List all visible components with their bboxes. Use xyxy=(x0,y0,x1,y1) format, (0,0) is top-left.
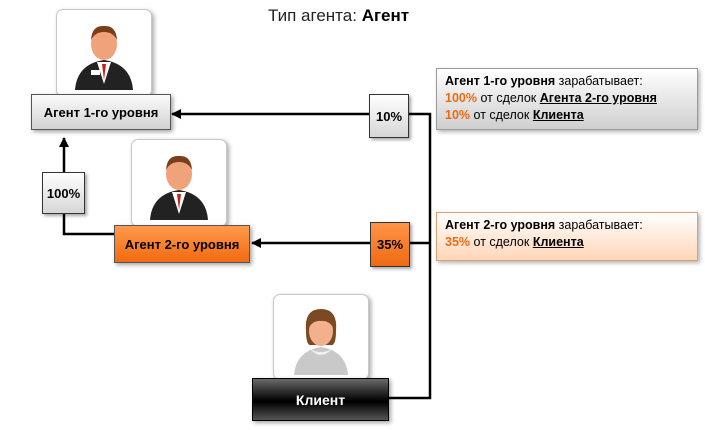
businessman-icon xyxy=(150,155,208,220)
info-text: от сделок xyxy=(473,235,530,249)
businessman-icon xyxy=(75,25,133,90)
percent-box-client-agent2: 35% xyxy=(370,222,410,267)
agent2-avatar-card xyxy=(131,139,227,227)
title-value: Агент xyxy=(361,6,410,25)
info-subject: Агент 2-го уровня xyxy=(445,218,556,232)
agent1-node[interactable]: Агент 1-го уровня xyxy=(31,94,171,130)
info-box-agent1: Агент 1-го уровня зарабатывает: 100% от … xyxy=(436,68,698,130)
client-label: Клиент xyxy=(295,391,346,408)
agent2-node[interactable]: Агент 2-го уровня xyxy=(114,225,250,263)
percent-label: 100% xyxy=(46,185,81,201)
info-source: Клиента xyxy=(532,235,584,249)
info-text: от сделок xyxy=(473,108,530,122)
percent-box-client-agent1: 10% xyxy=(369,94,409,138)
info-percent: 10% xyxy=(445,108,471,122)
info-box-agent2: Агент 2-го уровня зарабатывает: 35% от с… xyxy=(436,212,698,261)
info-line: Агент 1-го уровня зарабатывает: xyxy=(445,73,689,90)
title-label: Тип агента: xyxy=(268,6,357,25)
page-title: Тип агента: Агент xyxy=(268,6,409,26)
info-percent: 35% xyxy=(445,235,471,249)
info-percent: 100% xyxy=(445,91,477,105)
info-line: Агент 2-го уровня зарабатывает: xyxy=(445,217,689,234)
info-verb: зарабатывает: xyxy=(558,218,643,232)
info-source: Агента 2-го уровня xyxy=(539,91,657,105)
client-avatar-card xyxy=(273,294,369,380)
percent-label: 10% xyxy=(375,108,403,124)
agent2-label: Агент 2-го уровня xyxy=(124,236,240,252)
agent1-label: Агент 1-го уровня xyxy=(43,104,159,120)
percent-box-agent2-agent1: 100% xyxy=(42,172,85,214)
info-subject: Агент 1-го уровня xyxy=(445,74,556,88)
client-node[interactable]: Клиент xyxy=(252,378,389,421)
info-source: Клиента xyxy=(532,108,584,122)
percent-label: 35% xyxy=(376,237,404,252)
woman-user-icon xyxy=(294,309,348,375)
info-line: 10% от сделок Клиента xyxy=(445,107,689,124)
info-line: 100% от сделок Агента 2-го уровня xyxy=(445,90,689,107)
info-line: 35% от сделок Клиента xyxy=(445,234,689,251)
info-verb: зарабатывает: xyxy=(558,74,643,88)
agent1-avatar-card xyxy=(56,9,152,97)
info-text: от сделок xyxy=(480,91,537,105)
